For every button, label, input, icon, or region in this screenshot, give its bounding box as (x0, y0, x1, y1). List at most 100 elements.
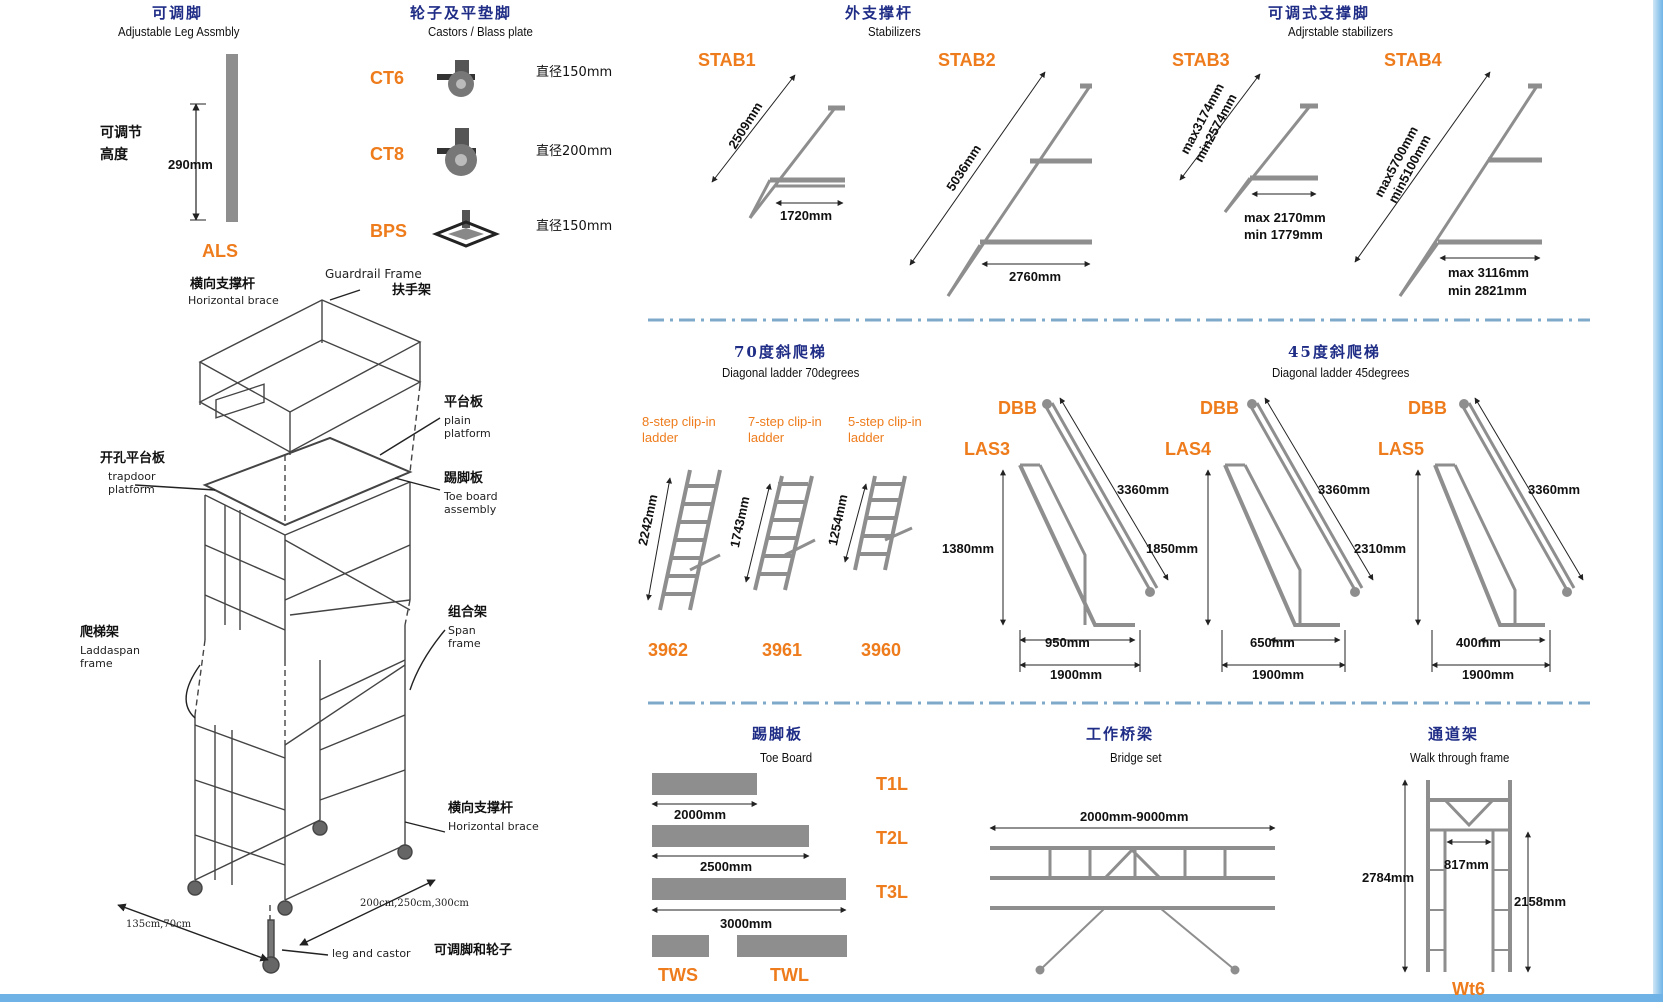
toeboard-twl-code: TWL (770, 965, 809, 985)
stab1-code: STAB1 (698, 50, 756, 70)
ladder70-note: 7-step clip-in ladder (748, 414, 822, 445)
castor-spec: 直径200mm (536, 144, 613, 159)
ladder-frame-label-cn: 爬梯架 (80, 625, 120, 640)
castor-spec: 直径150mm (536, 219, 613, 234)
trapdoor-label-cn: 开孔平台板 (100, 451, 166, 466)
toeboard-title-cn: 踢脚板 (752, 725, 804, 743)
ladder70-note: 8-step clip-in ladder (642, 414, 716, 445)
ladder70-code: 3960 (861, 640, 902, 660)
las-code: LAS4 (1165, 439, 1212, 459)
ladder45-height-dim: 1380mm (942, 541, 995, 556)
stabilizers-title-en: Stabilizers (868, 24, 921, 39)
span-label-en-2: frame (448, 637, 481, 650)
length-dim: 200cm,250cm,300cm (360, 898, 469, 909)
toeboard-dim: 3000mm (720, 916, 773, 931)
stab3-base-dim-min: min 1779mm (1244, 227, 1323, 242)
foot-dim: 650mm (1250, 635, 1295, 650)
walkthrough-code: Wt6 (1452, 979, 1485, 999)
ladder-70-5step-dim (843, 483, 868, 563)
castors-title-cn: 轮子及平垫脚 (410, 4, 513, 22)
toeboard-dim: 2500mm (700, 859, 753, 874)
stab3-code: STAB3 (1172, 50, 1230, 70)
stab2-drawing (909, 71, 1092, 297)
bridge-title-cn: 工作桥梁 (1086, 725, 1155, 743)
toeboard-code: T1L (876, 774, 909, 794)
castor-code: CT8 (370, 144, 405, 164)
walk-through-frame-drawing (1402, 779, 1531, 973)
walkthrough-outer-height-dim: 2784mm (1362, 870, 1415, 885)
toe-board-t2l (652, 825, 809, 847)
toeboard-tws-code: TWS (658, 965, 698, 985)
toeboard-dim: 2000mm (674, 807, 727, 822)
las-length-dim: 2310mm (1354, 541, 1407, 556)
plain-label-en-2: platform (444, 427, 491, 440)
hbrace-top-label-en: Horizontal brace (188, 294, 279, 307)
toe-label-en-2: assembly (444, 503, 497, 516)
bridge-set-drawing (989, 825, 1276, 975)
toe-board-t3l (652, 878, 846, 900)
stab1-base-dim: 1720mm (780, 208, 833, 223)
foot-dim: 950mm (1045, 635, 1090, 650)
walkthrough-inner-width-dim: 817mm (1444, 857, 1489, 872)
legs-title-en: Adjustable Leg Assmbly (118, 24, 240, 39)
stab4-base-dim-max: max 3116mm (1448, 265, 1529, 280)
ladder-45-las5-drawing (1415, 397, 1584, 672)
toe-board-tws (652, 935, 709, 957)
toe-label-en-1: Toe board (444, 490, 498, 503)
guardrail-label-en: Guardrail Frame (325, 267, 422, 281)
ladder-70-5step-drawing (853, 475, 913, 571)
dbb-code: DBB (1408, 398, 1447, 418)
ladder-45-las3-drawing (1000, 397, 1169, 672)
base-plate-icon (431, 210, 501, 248)
ladder70-title-cn: 70度斜爬梯 (734, 343, 827, 361)
legs-height-cn-2: 高度 (100, 147, 128, 163)
width-dim: 135cm,70cm (126, 919, 192, 930)
legs-height-dim: 290mm (168, 157, 213, 172)
toe-board-bars (651, 773, 847, 957)
stab3-base-dim-max: max 2170mm (1244, 210, 1326, 225)
toe-board-twl (737, 935, 847, 957)
ladder-70-8step-drawing (658, 469, 722, 611)
castor-wheel-icon (437, 60, 475, 97)
stab2-code: STAB2 (938, 50, 996, 70)
dbb-length-dim: 3360mm (1318, 482, 1371, 497)
stab4-base-dim-min: min 2821mm (1448, 283, 1527, 298)
ladder-70-7step-dim (744, 483, 772, 583)
toeboard-title-en: Toe Board (760, 750, 813, 765)
base-dim: 1900mm (1050, 667, 1103, 682)
scaffold-assembly-drawing (117, 289, 446, 974)
walkthrough-title-cn: 通道架 (1428, 725, 1480, 743)
hbrace-top-label-cn: 横向支撑杆 (190, 277, 256, 292)
legs-height-cn-1: 可调节 (100, 125, 142, 141)
plain-label-cn: 平台板 (444, 395, 484, 410)
ladder45-title-cn: 45度斜爬梯 (1288, 343, 1381, 361)
bottom-accent-band (0, 994, 1663, 1002)
castor-spec: 直径150mm (536, 65, 613, 80)
plain-label-en-1: plain (444, 414, 471, 427)
ladder45-title-en: Diagonal ladder 45degrees (1272, 365, 1410, 380)
castor-code: BPS (370, 221, 408, 241)
trapdoor-label-en-1: trapdoor (108, 470, 156, 483)
foot-dim: 400mm (1456, 635, 1501, 650)
stab3-drawing (1179, 73, 1318, 213)
toe-board-t1l (652, 773, 757, 795)
dbb-code: DBB (998, 398, 1037, 418)
hbrace-bottom-label-cn: 横向支撑杆 (448, 801, 514, 816)
toe-label-cn: 踢脚板 (444, 471, 484, 486)
base-dim: 1900mm (1252, 667, 1305, 682)
walkthrough-title-en: Walk through frame (1410, 750, 1510, 765)
span-label-cn: 组合架 (448, 605, 488, 620)
base-dim: 1900mm (1462, 667, 1515, 682)
adj-stabilizers-title-en: Adjrstable stabilizers (1288, 24, 1393, 39)
ladder70-code: 3962 (648, 640, 689, 660)
toeboard-code: T2L (876, 828, 909, 848)
stab4-code: STAB4 (1384, 50, 1442, 70)
legs-title-cn: 可调脚 (152, 4, 204, 22)
side-accent-band (1653, 0, 1663, 1002)
toeboard-code: T3L (876, 882, 909, 902)
stab2-base-dim: 2760mm (1009, 269, 1062, 284)
guardrail-label-cn: 扶手架 (392, 283, 432, 298)
legs-code: ALS (202, 241, 238, 261)
